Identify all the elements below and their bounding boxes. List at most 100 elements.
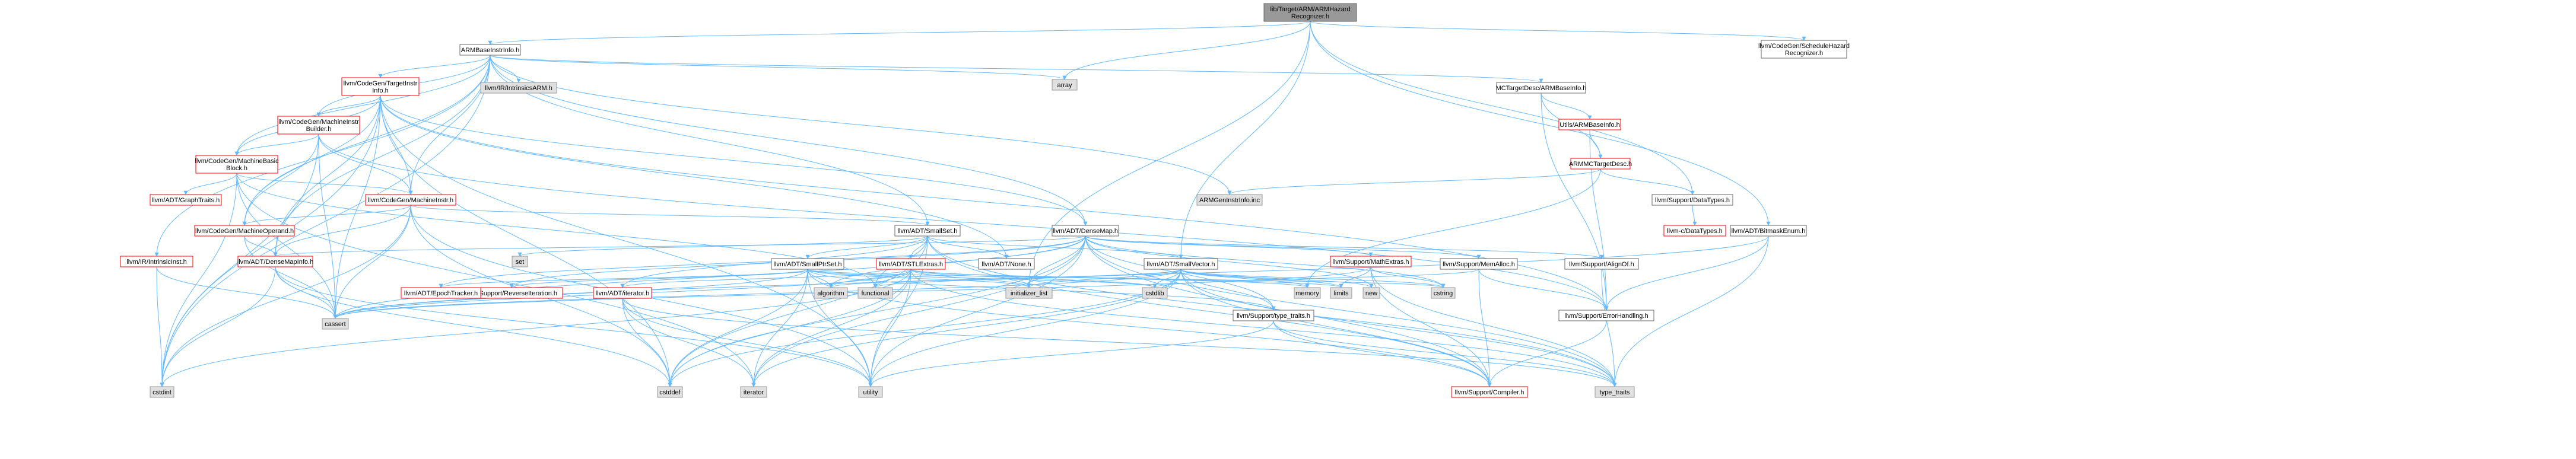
edge-STLExtras-to-functional bbox=[873, 269, 911, 288]
edge-ARMBaseInstrInfo-to-SmallSet bbox=[490, 55, 930, 226]
node-MemAlloc[interactable]: llvm/Support/MemAlloc.h bbox=[1440, 258, 1518, 270]
node-box-ADTNone bbox=[978, 258, 1035, 270]
edge-MemAlloc-to-cstdlib bbox=[1152, 269, 1479, 288]
node-box-MemAlloc bbox=[1440, 258, 1518, 270]
node-BitmaskEnum[interactable]: llvm/ADT/BitmaskEnum.h bbox=[1730, 225, 1807, 237]
node-box-MIBuilder bbox=[277, 116, 360, 135]
node-box-SmallPtrSet bbox=[771, 258, 844, 270]
node-label-memory-line0: memory bbox=[1295, 290, 1319, 297]
node-box-BitmaskEnum bbox=[1730, 225, 1807, 237]
edge-SmallPtrSet-to-utility bbox=[807, 269, 873, 387]
edge-SmallVector-to-initializer_list bbox=[1027, 269, 1181, 288]
node-MachineInstr[interactable]: llvm/CodeGen/MachineInstr.h bbox=[365, 194, 456, 206]
edge-ARMBaseInstrInfo-to-IntrinsicInst bbox=[154, 55, 491, 257]
node-box-GraphTraits bbox=[150, 194, 222, 206]
node-box-algorithm bbox=[814, 287, 848, 299]
node-IntrinsicInst[interactable]: llvm/IR/IntrinsicInst.h bbox=[120, 256, 193, 267]
node-ErrorHandling[interactable]: llvm/Support/ErrorHandling.h bbox=[1558, 310, 1654, 321]
node-ARMMCTargetDesc[interactable]: ARMMCTargetDesc.h bbox=[1569, 158, 1632, 170]
node-Compiler[interactable]: llvm/Support/Compiler.h bbox=[1451, 386, 1528, 398]
node-functional: functional bbox=[857, 287, 893, 299]
edge-ARMBaseInstrInfo-to-MCARMBaseInfo bbox=[490, 55, 1543, 83]
node-box-ErrorHandling bbox=[1558, 310, 1654, 321]
node-box-limits bbox=[1330, 287, 1352, 299]
node-iterator: iterator bbox=[740, 386, 767, 398]
node-label-iterator-line0: iterator bbox=[744, 389, 764, 396]
node-label-MBB-line0: llvm/CodeGen/MachineBasic bbox=[195, 158, 279, 165]
edge-SmallPtrSet-to-ReverseIteration bbox=[509, 269, 808, 288]
edge-typetraitsH-to-type_traits bbox=[1273, 320, 1617, 387]
node-SmallPtrSet[interactable]: llvm/ADT/SmallPtrSet.h bbox=[771, 258, 844, 270]
node-initializer_list: initializer_list bbox=[1005, 287, 1053, 299]
edge-root-to-ScheduleHazard bbox=[1310, 21, 1806, 41]
node-UtilsARMBaseInfo[interactable]: Utils/ARMBaseInfo.h bbox=[1558, 119, 1621, 130]
node-DataTypesH[interactable]: llvm/Support/DataTypes.h bbox=[1651, 194, 1733, 206]
node-label-cstddef-line0: cstddef bbox=[659, 389, 681, 396]
node-MachineOperand[interactable]: llvm/CodeGen/MachineOperand.h bbox=[194, 225, 295, 237]
edge-DenseMapInfo-to-cstddef bbox=[275, 266, 672, 387]
edge-SmallSet-to-set bbox=[517, 235, 928, 257]
edge-MachineInstr-to-MachineOperand bbox=[242, 205, 411, 226]
edge-DenseMap-to-MemAlloc bbox=[1085, 235, 1481, 259]
node-EpochTracker[interactable]: llvm/ADT/EpochTracker.h bbox=[401, 287, 481, 299]
node-label-ErrorHandling-line0: llvm/Support/ErrorHandling.h bbox=[1564, 313, 1648, 320]
node-type_traits: type_traits bbox=[1594, 386, 1635, 398]
node-label-MachineInstr-line0: llvm/CodeGen/MachineInstr.h bbox=[368, 197, 453, 204]
edge-root-to-SmallVector bbox=[1179, 21, 1311, 259]
node-SmallSet[interactable]: llvm/ADT/SmallSet.h bbox=[894, 225, 961, 237]
node-cstdlib: cstdlib bbox=[1142, 287, 1168, 299]
node-box-MathExtras bbox=[1330, 256, 1412, 267]
edge-ARMBaseInstrInfo-to-DenseMapInfo bbox=[273, 55, 491, 257]
node-box-utility bbox=[858, 386, 883, 398]
edge-UtilsARMBaseInfo-to-ARMMCTargetDesc bbox=[1589, 129, 1603, 159]
node-ADTNone[interactable]: llvm/ADT/None.h bbox=[978, 258, 1035, 270]
edge-STLExtras-to-ADTiterator bbox=[620, 269, 911, 288]
node-AlignOf[interactable]: llvm/Support/AlignOf.h bbox=[1564, 258, 1639, 270]
node-box-typetraitsH bbox=[1233, 310, 1314, 321]
node-STLExtras[interactable]: llvm/ADT/STLExtras.h bbox=[876, 258, 946, 270]
edge-typetraitsH-to-Compiler bbox=[1273, 320, 1492, 387]
node-MCARMBaseInfo[interactable]: MCTargetDesc/ARMBaseInfo.h bbox=[1496, 82, 1587, 94]
node-DenseMapInfo[interactable]: llvm/ADT/DenseMapInfo.h bbox=[237, 256, 313, 267]
node-box-ADTiterator bbox=[593, 287, 652, 299]
node-SmallVector[interactable]: llvm/ADT/SmallVector.h bbox=[1144, 258, 1218, 270]
node-typetraitsH[interactable]: llvm/Support/type_traits.h bbox=[1233, 310, 1314, 321]
node-label-new-line0: new bbox=[1365, 290, 1377, 297]
edge-BitmaskEnum-to-type_traits bbox=[1612, 235, 1769, 387]
nodes-layer: lib/Target/ARM/ARMHazardRecognizer.hARMB… bbox=[120, 3, 1850, 398]
node-DataTypes2[interactable]: llvm-c/DataTypes.h bbox=[1663, 225, 1726, 237]
node-cstring: cstring bbox=[1431, 287, 1456, 299]
node-new: new bbox=[1362, 287, 1380, 299]
node-label-MIBuilder-line1: Builder.h bbox=[306, 126, 332, 133]
edge-DenseMapInfo-to-cstdint bbox=[160, 266, 276, 387]
node-ADTiterator[interactable]: llvm/ADT/iterator.h bbox=[593, 287, 652, 299]
node-ARMBaseInstrInfo[interactable]: ARMBaseInstrInfo.h bbox=[459, 44, 521, 56]
node-IntrinsicsARM: llvm/IR/IntrinsicsARM.h bbox=[480, 82, 557, 94]
edge-SmallPtrSet-to-cstddef bbox=[668, 269, 808, 387]
edge-STLExtras-to-type_traits bbox=[910, 269, 1617, 387]
node-GraphTraits[interactable]: llvm/ADT/GraphTraits.h bbox=[150, 194, 222, 206]
edge-TargetInstrInfo-to-utility bbox=[380, 95, 873, 387]
edge-TargetInstrInfo-to-cstdint bbox=[160, 95, 381, 387]
node-label-ReverseIteration-line0: llvm/Support/ReverseIteration.h bbox=[466, 290, 557, 297]
node-MathExtras[interactable]: llvm/Support/MathExtras.h bbox=[1330, 256, 1412, 267]
edge-SmallPtrSet-to-initializer_list bbox=[807, 269, 1031, 288]
node-DenseMap[interactable]: llvm/ADT/DenseMap.h bbox=[1052, 225, 1119, 237]
node-label-DataTypes2-line0: llvm-c/DataTypes.h bbox=[1667, 228, 1723, 235]
edge-ARMBaseInstrInfo-to-ARMGenInstrInfo bbox=[490, 55, 1232, 195]
edge-DenseMap-to-iterator bbox=[751, 235, 1086, 387]
edge-root-to-array bbox=[1062, 21, 1311, 80]
node-ReverseIteration[interactable]: llvm/Support/ReverseIteration.h bbox=[460, 287, 563, 299]
node-label-DataTypesH-line0: llvm/Support/DataTypes.h bbox=[1655, 197, 1730, 204]
edge-SmallVector-to-cstddef bbox=[668, 269, 1181, 387]
node-label-set-line0: set bbox=[516, 259, 525, 266]
edge-ARMMCTargetDesc-to-DataTypesH bbox=[1600, 168, 1695, 195]
node-box-MachineInstr bbox=[365, 194, 456, 206]
edge-STLExtras-to-utility bbox=[868, 269, 911, 387]
